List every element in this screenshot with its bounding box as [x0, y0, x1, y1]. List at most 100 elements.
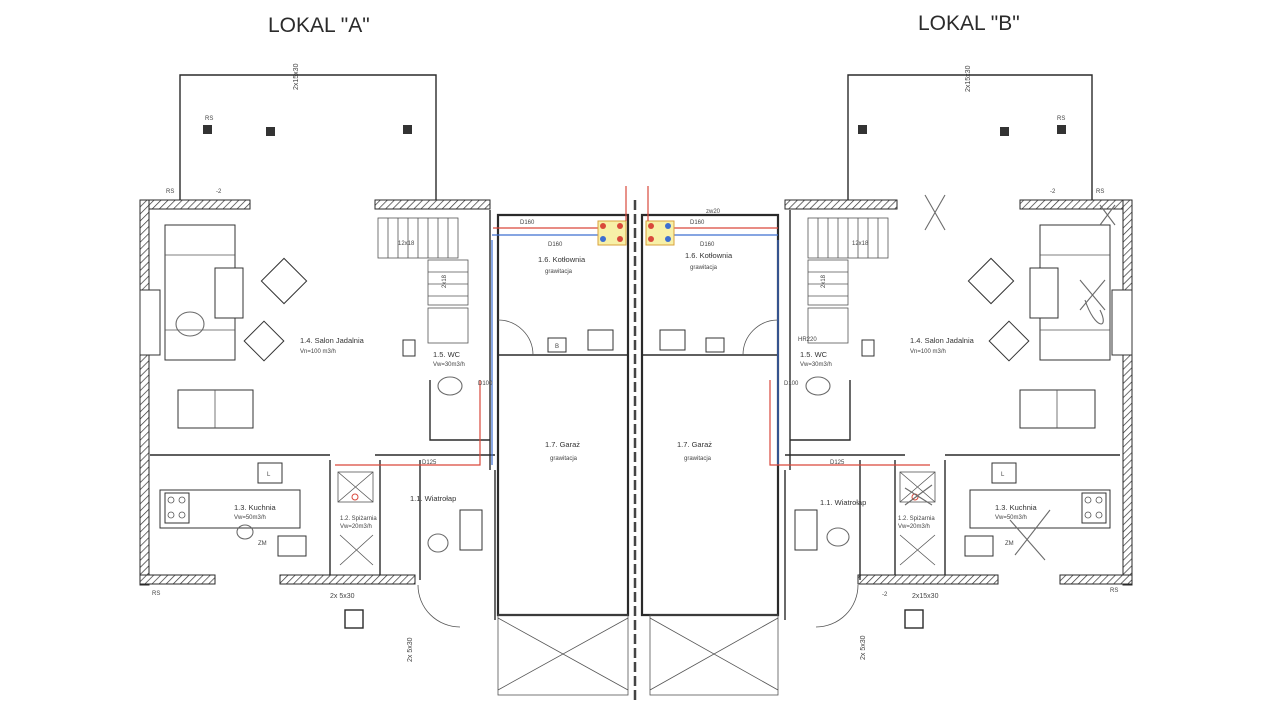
svg-text:B: B	[555, 344, 559, 350]
driveway-b	[649, 617, 779, 691]
wall-b-bottom2	[1059, 574, 1133, 585]
svg-text:D160: D160	[700, 242, 715, 248]
pantry-a-vent	[351, 493, 359, 501]
armchair-a1	[260, 257, 308, 305]
level-a: -2	[216, 189, 222, 195]
level-b2: -2	[882, 592, 888, 598]
level-b: -2	[1050, 189, 1056, 195]
room-b-salon-flow: Vn=100 m3/h	[910, 349, 946, 355]
room-a-spizarnia: 1.2. Spiżarnia	[340, 516, 377, 522]
dining-table-b	[1019, 389, 1096, 429]
pantry-b-shelf	[899, 471, 936, 503]
room-a-wc-flow: Vw=30m3/h	[433, 362, 465, 368]
dim-terrace-b: 2x15x30	[965, 65, 972, 92]
room-b-kotlownia-vent: grawitacja	[690, 265, 718, 271]
driveway-a	[497, 617, 629, 691]
door-swing-a	[417, 584, 461, 628]
stairs-b: 12x18 2x18	[807, 217, 889, 344]
handmark-b7	[904, 484, 933, 506]
svg-text:2x18: 2x18	[821, 274, 827, 288]
pantry-walls-b	[894, 460, 946, 575]
room-b-wc-flow: Vw=30m3/h	[800, 362, 832, 368]
wall-a-top1	[139, 199, 251, 210]
room-a-spizarnia-flow: Vw=20m3/h	[340, 524, 372, 530]
rs-marker-b1	[1057, 125, 1066, 134]
svg-text:12x18: 12x18	[398, 241, 415, 247]
tank-a	[587, 329, 614, 351]
stove-b	[1081, 492, 1107, 524]
svg-text:D100: D100	[478, 381, 493, 387]
boiler-a	[547, 337, 567, 353]
pantry-b-x2	[899, 534, 936, 566]
coffee-table-b	[1029, 267, 1059, 319]
rs-marker-b3	[858, 125, 867, 134]
svg-text:D125: D125	[422, 460, 437, 466]
wall-b-right	[1122, 199, 1133, 586]
title-lokal-a: LOKAL "A"	[268, 14, 370, 37]
interior-walls-a	[150, 210, 496, 620]
svg-text:D160: D160	[520, 220, 535, 226]
handmark-a3	[236, 524, 254, 540]
stove-a	[164, 492, 190, 524]
dim-entrance-b1: 2x15x30	[912, 593, 939, 600]
wc-sink-a	[402, 339, 416, 357]
zw20-label: zw20	[706, 209, 721, 215]
fridge-a-label: L	[267, 472, 271, 478]
svg-text:D160: D160	[548, 242, 563, 248]
rs-label-b1: RS	[1057, 116, 1065, 122]
wall-a-left	[139, 199, 150, 586]
dim-entrance-a2: 2x 5x30	[407, 637, 414, 662]
room-a-kuchnia: 1.3. Kuchnia	[234, 503, 277, 512]
rs-marker-b2	[1000, 127, 1009, 136]
rs-label-a2: RS	[166, 189, 174, 195]
handmark-b4	[805, 376, 831, 396]
dim-entrance-a1: 2x 5x30	[330, 593, 355, 600]
boiler-b	[705, 337, 725, 353]
pantry-walls-a	[329, 460, 381, 575]
window-b-right	[1111, 289, 1133, 356]
terrace-b	[847, 74, 1093, 200]
room-a-garaz-vent: grawitacja	[550, 456, 578, 462]
wall-b-top2	[1019, 199, 1133, 210]
rs-marker-a1	[203, 125, 212, 134]
armchair-a2	[243, 320, 285, 362]
room-b-garaz: 1.7. Garaż	[677, 440, 712, 449]
entrance-step-b	[904, 609, 924, 629]
interior-walls-b	[784, 210, 1120, 620]
hr220-label: HR220	[798, 337, 817, 343]
room-a-salon: 1.4. Salon Jadalnia	[300, 336, 365, 345]
handmark-a2	[437, 376, 463, 396]
pantry-a-x	[337, 471, 374, 503]
rs-label-a1: RS	[205, 116, 213, 122]
tank-b	[659, 329, 686, 351]
sofa-b-cushions	[1040, 254, 1110, 331]
room-b-wc: 1.5. WC	[800, 350, 828, 359]
pantry-a-x2	[339, 534, 374, 566]
wall-a-bottom1	[139, 574, 216, 585]
rs-marker-a3	[403, 125, 412, 134]
svg-text:2x18: 2x18	[442, 274, 448, 288]
fridge-b-label: L	[1001, 472, 1005, 478]
room-a-garaz: 1.7. Garaż	[545, 440, 580, 449]
wardrobe-a	[459, 509, 483, 551]
svg-text:D100: D100	[784, 381, 799, 387]
handmark-b5	[1009, 509, 1051, 561]
entrance-step-a	[344, 609, 364, 629]
svg-text:D160: D160	[690, 220, 705, 226]
coffee-table-a	[214, 267, 244, 319]
wall-a-top2	[374, 199, 491, 210]
duct-red-b	[648, 227, 930, 466]
stairs-a: 12x18 2x18	[377, 217, 469, 344]
fridge-a	[257, 462, 283, 484]
svg-text:12x18: 12x18	[852, 241, 869, 247]
dim-terrace-a: 2x15x30	[293, 63, 300, 90]
dim-entrance-b2: 2x 5x30	[860, 635, 867, 660]
handmark-a1	[175, 311, 205, 337]
window-a-left	[139, 289, 161, 356]
room-b-salon: 1.4. Salon Jadalnia	[910, 336, 975, 345]
room-a-wiatrolap: 1.1. Wiatrołap	[410, 494, 456, 503]
svg-text:D125: D125	[830, 460, 845, 466]
pantry-b-x	[899, 471, 936, 503]
room-b-kotlownia: 1.6. Kotłownia	[685, 251, 733, 260]
